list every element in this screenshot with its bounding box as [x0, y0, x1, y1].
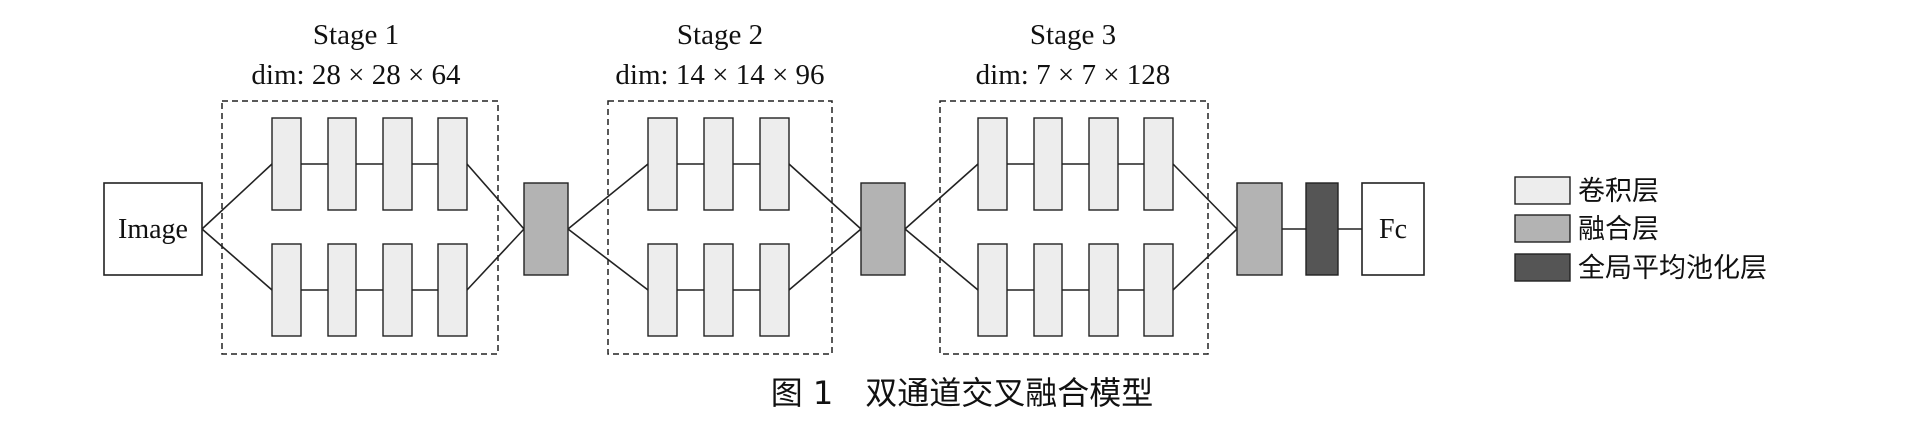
fc-output-label: Fc	[1379, 214, 1407, 245]
legend: 卷积层 融合层 全局平均池化层	[1514, 176, 1767, 284]
fusion-layer-1	[523, 182, 569, 276]
conv-block	[977, 243, 1008, 337]
stage-3-conv-blocks	[977, 117, 1174, 337]
conv-block	[759, 243, 790, 337]
conv-block	[647, 243, 678, 337]
conv-block	[271, 117, 302, 211]
fusion-layer-2	[860, 182, 906, 276]
conv-block	[759, 117, 790, 211]
connector-lines	[201, 163, 1362, 291]
legend-label-conv: 卷积层	[1578, 176, 1659, 207]
stage-2-title: Stage 2	[677, 19, 763, 51]
figure-caption: 图 1 双通道交叉融合模型	[771, 374, 1154, 412]
conv-block	[1033, 117, 1063, 211]
legend-swatch-gap	[1514, 253, 1571, 282]
legend-swatch-conv	[1514, 176, 1571, 205]
conv-block	[382, 117, 413, 211]
global-average-pooling-layer	[1305, 182, 1339, 276]
conv-block	[1143, 243, 1174, 337]
conv-block	[1088, 117, 1119, 211]
conv-block	[1143, 117, 1174, 211]
conv-block	[271, 243, 302, 337]
stage-1-conv-blocks	[271, 117, 468, 337]
conv-block	[327, 117, 357, 211]
conv-block	[647, 117, 678, 211]
image-input-label: Image	[118, 214, 188, 245]
conv-block	[437, 243, 468, 337]
stage-2-frame	[607, 100, 833, 355]
fusion-layer-3	[1236, 182, 1283, 276]
stage-2-conv-blocks	[647, 117, 790, 337]
conv-block	[1033, 243, 1063, 337]
stage-1-title: Stage 1	[313, 19, 399, 51]
conv-block	[703, 243, 734, 337]
legend-swatch-fusion	[1514, 214, 1571, 243]
conv-block	[437, 117, 468, 211]
conv-block	[1088, 243, 1119, 337]
stage-2-dim: dim: 14 × 14 × 96	[615, 59, 824, 91]
conv-block	[382, 243, 413, 337]
stage-3-dim: dim: 7 × 7 × 128	[976, 59, 1171, 91]
conv-block	[703, 117, 734, 211]
conv-block	[977, 117, 1008, 211]
fc-output-box	[1361, 182, 1425, 276]
stage-1-frame	[221, 100, 499, 355]
image-input-box	[103, 182, 203, 276]
stage-3-title: Stage 3	[1030, 19, 1116, 51]
stage-1-dim: dim: 28 × 28 × 64	[251, 59, 461, 91]
stage-3-frame	[939, 100, 1209, 355]
legend-label-fusion: 融合层	[1578, 214, 1659, 245]
legend-label-gap: 全局平均池化层	[1578, 253, 1767, 284]
conv-block	[327, 243, 357, 337]
